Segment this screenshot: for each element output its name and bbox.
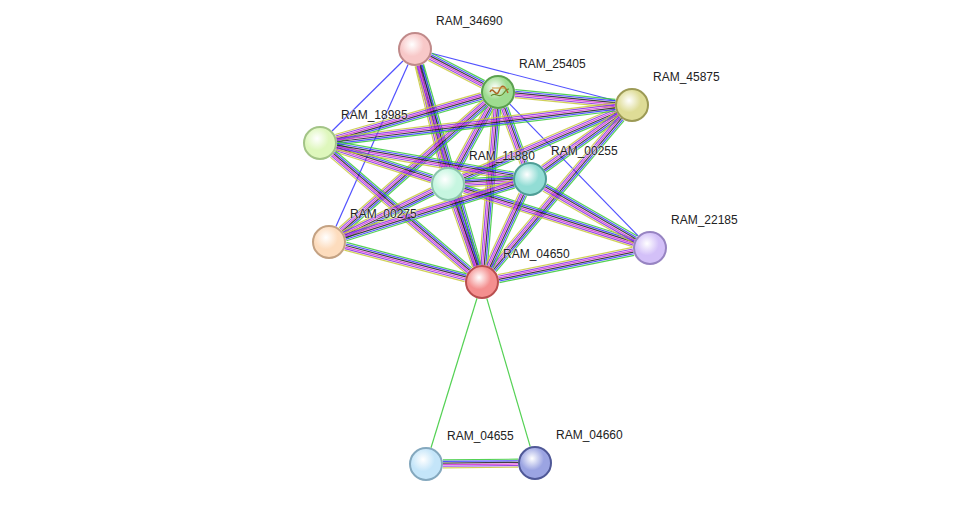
evidence-line	[345, 185, 514, 238]
evidence-line	[456, 199, 479, 265]
evidence-line	[453, 200, 476, 266]
evidence-line	[483, 109, 496, 265]
evidence-line	[346, 244, 466, 275]
protein-label: RAM_04655	[447, 429, 514, 443]
evidence-line	[430, 56, 483, 83]
protein-label: RAM_22185	[671, 213, 738, 227]
evidence-line	[463, 193, 633, 247]
evidence-line	[487, 298, 530, 446]
evidence-line	[443, 467, 518, 469]
evidence-line	[451, 201, 474, 267]
protein-label: RAM_00275	[350, 207, 417, 221]
interaction-edge	[443, 459, 518, 468]
evidence-line	[431, 298, 477, 448]
protein-label: RAM_11880	[469, 149, 535, 163]
evidence-line	[546, 185, 637, 237]
evidence-line	[428, 60, 481, 87]
evidence-line	[443, 462, 518, 464]
evidence-line	[346, 188, 515, 241]
interaction-edge	[450, 199, 480, 268]
evidence-line	[337, 108, 615, 142]
evidence-line	[346, 246, 466, 277]
evidence-line	[443, 463, 518, 465]
evidence-line	[443, 465, 518, 467]
protein-node: RAM_04650	[465, 265, 499, 299]
structure-icon	[488, 83, 510, 101]
evidence-line	[515, 98, 615, 108]
protein-label: RAM_04660	[556, 428, 623, 442]
protein-node: RAM_22185	[633, 231, 667, 265]
evidence-line	[490, 115, 618, 266]
evidence-line	[430, 58, 483, 85]
interaction-edge	[336, 103, 615, 145]
interaction-edge	[344, 242, 466, 281]
protein-label: RAM_04650	[503, 247, 570, 261]
protein-label: RAM_18985	[341, 108, 408, 122]
evidence-line	[543, 191, 634, 243]
evidence-line	[463, 191, 633, 245]
evidence-line	[346, 242, 466, 273]
protein-node: RAM_11880	[431, 167, 465, 201]
interaction-edge	[330, 151, 471, 274]
protein-node: RAM_04655	[409, 447, 443, 481]
protein-node: RAM_00275	[312, 225, 346, 259]
evidence-line	[346, 186, 515, 239]
evidence-line	[545, 187, 636, 239]
evidence-line	[450, 201, 473, 267]
evidence-line	[344, 250, 464, 281]
evidence-line	[345, 183, 514, 236]
protein-label: RAM_00255	[551, 144, 618, 158]
protein-label: RAM_34690	[436, 14, 503, 28]
evidence-line	[345, 247, 465, 278]
evidence-line	[345, 182, 514, 235]
protein-label: RAM_25405	[519, 57, 586, 71]
evidence-line	[336, 103, 614, 137]
evidence-line	[431, 55, 484, 82]
evidence-line	[337, 106, 615, 140]
evidence-line	[331, 156, 467, 273]
evidence-line	[429, 59, 482, 86]
interaction-edge	[428, 53, 484, 87]
evidence-line	[544, 188, 635, 240]
evidence-line	[332, 155, 468, 272]
evidence-line	[454, 200, 477, 266]
protein-node: RAM_34690	[398, 32, 432, 66]
interaction-edge	[543, 184, 638, 243]
interaction-edge	[498, 247, 634, 282]
evidence-line	[443, 460, 518, 462]
protein-node: RAM_25405	[481, 75, 515, 109]
protein-label: RAM_45875	[653, 70, 720, 84]
evidence-line	[464, 190, 634, 244]
interaction-edge	[344, 180, 515, 240]
evidence-line	[496, 121, 624, 272]
protein-node: RAM_18985	[303, 126, 337, 160]
evidence-line	[498, 247, 633, 274]
evidence-line	[344, 180, 513, 233]
evidence-line	[337, 105, 615, 139]
evidence-line	[443, 459, 518, 461]
evidence-line	[330, 157, 466, 274]
evidence-line	[345, 249, 465, 280]
protein-node: RAM_04660	[518, 446, 552, 480]
protein-node: RAM_45875	[615, 88, 649, 122]
evidence-line	[547, 184, 638, 236]
evidence-line	[464, 188, 634, 242]
protein-node: RAM_00255	[513, 162, 547, 196]
interaction-edge	[431, 298, 477, 448]
evidence-line	[544, 190, 635, 242]
interaction-edge	[487, 298, 530, 446]
